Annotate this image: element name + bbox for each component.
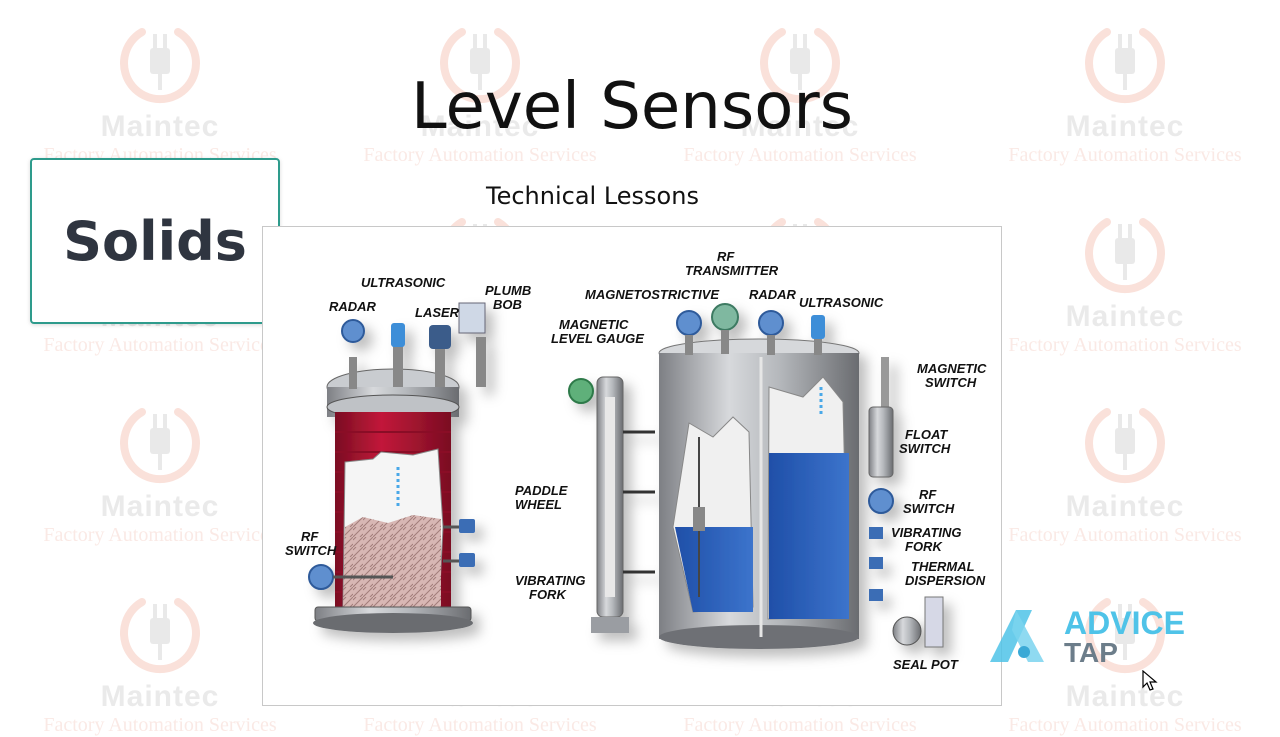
label-vibrating-fork-left-2: FORK bbox=[529, 587, 567, 602]
label-magnetic-gauge-2: LEVEL GAUGE bbox=[551, 331, 644, 346]
label-vibrating-fork-right-1: VIBRATING bbox=[891, 525, 962, 540]
label-magnetic-gauge-1: MAGNETIC bbox=[559, 317, 629, 332]
label-paddle-wheel-2: WHEEL bbox=[515, 497, 562, 512]
watermark-tagline: Factory Automation Services bbox=[1008, 714, 1242, 736]
category-badge-label: Solids bbox=[63, 209, 247, 273]
watermark-name: Maintec bbox=[1065, 680, 1185, 713]
label-float-switch-1: FLOAT bbox=[905, 427, 948, 442]
label-laser: LASER bbox=[415, 305, 460, 320]
label-rf-switch-left-1: RF bbox=[301, 529, 319, 544]
watermark-tagline: Factory Automation Services bbox=[683, 144, 917, 166]
label-rf-switch-left-2: SWITCH bbox=[285, 543, 337, 558]
label-magnetostrictive: MAGNETOSTRICTIVE bbox=[585, 287, 719, 302]
label-thermal-2: DISPERSION bbox=[905, 573, 986, 588]
diagram-labels: RADAR ULTRASONIC LASER PLUMB BOB PADDLE … bbox=[285, 249, 987, 672]
label-rf-switch-right-1: RF bbox=[919, 487, 937, 502]
solids-tank bbox=[308, 302, 486, 633]
label-ultrasonic-left: ULTRASONIC bbox=[361, 275, 446, 290]
label-rf-transmitter-2: TRANSMITTER bbox=[685, 263, 779, 278]
label-thermal-1: THERMAL bbox=[911, 559, 975, 574]
mouse-cursor-icon bbox=[1142, 669, 1158, 697]
watermark-tagline: Factory Automation Services bbox=[1008, 144, 1242, 166]
label-radar-left: RADAR bbox=[329, 299, 377, 314]
category-badge: Solids bbox=[30, 158, 280, 324]
label-magnetic-switch-2: SWITCH bbox=[925, 375, 977, 390]
label-rf-transmitter-1: RF bbox=[717, 249, 735, 264]
label-plumb-bob-2: BOB bbox=[493, 297, 522, 312]
watermark-name: Maintec bbox=[1065, 490, 1185, 523]
power-plug-icon bbox=[112, 580, 208, 676]
label-paddle-wheel-1: PADDLE bbox=[515, 483, 568, 498]
advicetap-line1: ADVICE bbox=[1064, 605, 1185, 641]
label-vibrating-fork-left-1: VIBRATING bbox=[515, 573, 586, 588]
slide-title: Level Sensors bbox=[411, 70, 853, 144]
slide-subtitle: Technical Lessons bbox=[486, 182, 699, 210]
watermark-tagline: Factory Automation Services bbox=[363, 144, 597, 166]
watermark-tagline: Factory Automation Services bbox=[1008, 334, 1242, 356]
label-float-switch-2: SWITCH bbox=[899, 441, 951, 456]
level-sensors-diagram: RADAR ULTRASONIC LASER PLUMB BOB PADDLE … bbox=[262, 226, 1002, 706]
magnetic-level-gauge bbox=[568, 376, 655, 633]
power-plug-icon bbox=[1077, 390, 1173, 486]
power-plug-icon bbox=[1077, 200, 1173, 296]
label-radar-right: RADAR bbox=[749, 287, 797, 302]
label-vibrating-fork-right-2: FORK bbox=[905, 539, 943, 554]
label-magnetic-switch-1: MAGNETIC bbox=[917, 361, 987, 376]
label-plumb-bob-1: PLUMB bbox=[485, 283, 531, 298]
diagram-svg: RADAR ULTRASONIC LASER PLUMB BOB PADDLE … bbox=[285, 249, 987, 672]
power-plug-icon bbox=[112, 390, 208, 486]
watermark-tagline: Factory Automation Services bbox=[1008, 524, 1242, 546]
label-rf-switch-right-2: SWITCH bbox=[903, 501, 955, 516]
watermark-tagline: Factory Automation Services bbox=[363, 714, 597, 736]
advicetap-line2: TAP bbox=[1064, 637, 1118, 666]
advicetap-logo: ADVICE TAP bbox=[986, 604, 1216, 668]
watermark-name: Maintec bbox=[1065, 300, 1185, 333]
label-seal-pot: SEAL POT bbox=[893, 657, 959, 672]
watermark-tagline: Factory Automation Services bbox=[43, 714, 277, 736]
advicetap-logo-svg: ADVICE TAP bbox=[990, 605, 1185, 668]
watermark-tagline: Factory Automation Services bbox=[683, 714, 917, 736]
liquid-tank bbox=[658, 303, 944, 649]
label-ultrasonic-right: ULTRASONIC bbox=[799, 295, 884, 310]
